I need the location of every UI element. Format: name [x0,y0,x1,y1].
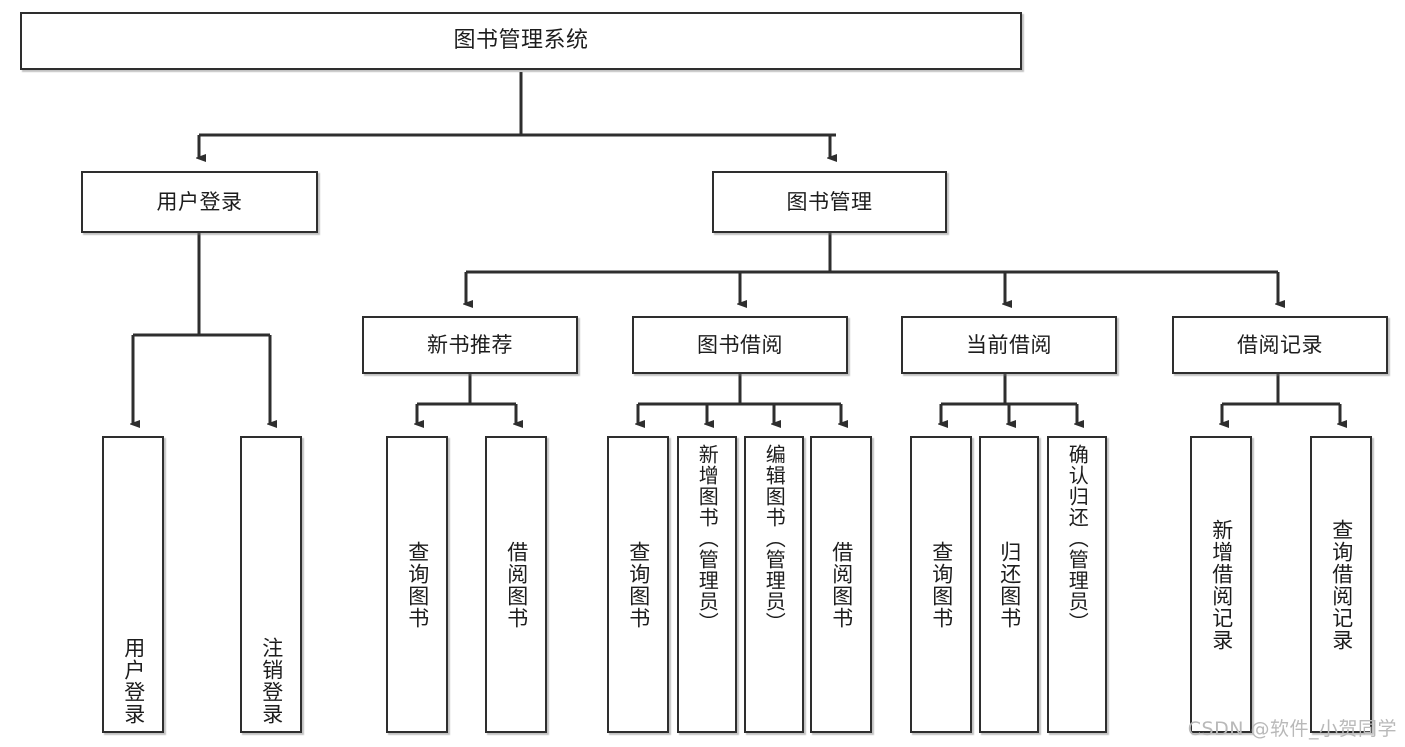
node-book-management[interactable]: 图书管理 [712,171,947,233]
leaf-new-book-query[interactable]: 查询图书 [386,436,448,733]
leaf-new-book-borrow[interactable]: 借阅图书 [485,436,547,733]
leaf-borrow-query-book[interactable]: 查询图书 [607,436,669,733]
node-label: 新增图书（管理员） [695,444,720,633]
node-label: 编辑图书（管理员） [762,444,787,633]
node-book-borrow[interactable]: 图书借阅 [632,316,848,374]
leaf-user-login[interactable]: 用户登录 [102,436,164,733]
node-label: 当前借阅 [966,332,1052,357]
node-label: 查询图书 [626,540,651,629]
node-label: 新书推荐 [427,332,513,357]
node-label: 图书管理 [786,189,873,214]
node-borrow-record[interactable]: 借阅记录 [1172,316,1388,374]
leaf-return-book[interactable]: 归还图书 [979,436,1039,733]
node-label: 图书借阅 [697,332,783,357]
leaf-edit-book-admin[interactable]: 编辑图书（管理员） [744,436,804,733]
node-label: 查询图书 [929,540,954,629]
node-label: 图书管理系统 [453,28,589,54]
node-label: 注销登录 [259,637,284,725]
node-label: 确认归还（管理员） [1065,444,1090,633]
node-label: 查询借阅记录 [1329,518,1354,651]
leaf-query-borrow-record[interactable]: 查询借阅记录 [1310,436,1372,733]
leaf-logout[interactable]: 注销登录 [240,436,302,733]
node-user-login[interactable]: 用户登录 [81,171,318,233]
leaf-confirm-return-admin[interactable]: 确认归还（管理员） [1047,436,1107,733]
node-root-system[interactable]: 图书管理系统 [20,12,1022,70]
node-label: 借阅图书 [829,540,854,629]
node-label: 用户登录 [156,189,243,214]
node-current-borrow[interactable]: 当前借阅 [901,316,1117,374]
leaf-current-query-book[interactable]: 查询图书 [910,436,972,733]
node-label: 借阅图书 [504,540,529,629]
node-label: 借阅记录 [1237,332,1323,357]
leaf-add-book-admin[interactable]: 新增图书（管理员） [677,436,737,733]
leaf-borrow-book[interactable]: 借阅图书 [810,436,872,733]
node-label: 查询图书 [405,540,430,629]
leaf-add-borrow-record[interactable]: 新增借阅记录 [1190,436,1252,733]
node-label: 归还图书 [997,540,1022,629]
node-new-book-recommend[interactable]: 新书推荐 [362,316,578,374]
node-label: 用户登录 [121,637,146,725]
csdn-watermark: CSDN @软件_小贺同学 [1187,718,1397,740]
node-label: 新增借阅记录 [1209,518,1234,651]
